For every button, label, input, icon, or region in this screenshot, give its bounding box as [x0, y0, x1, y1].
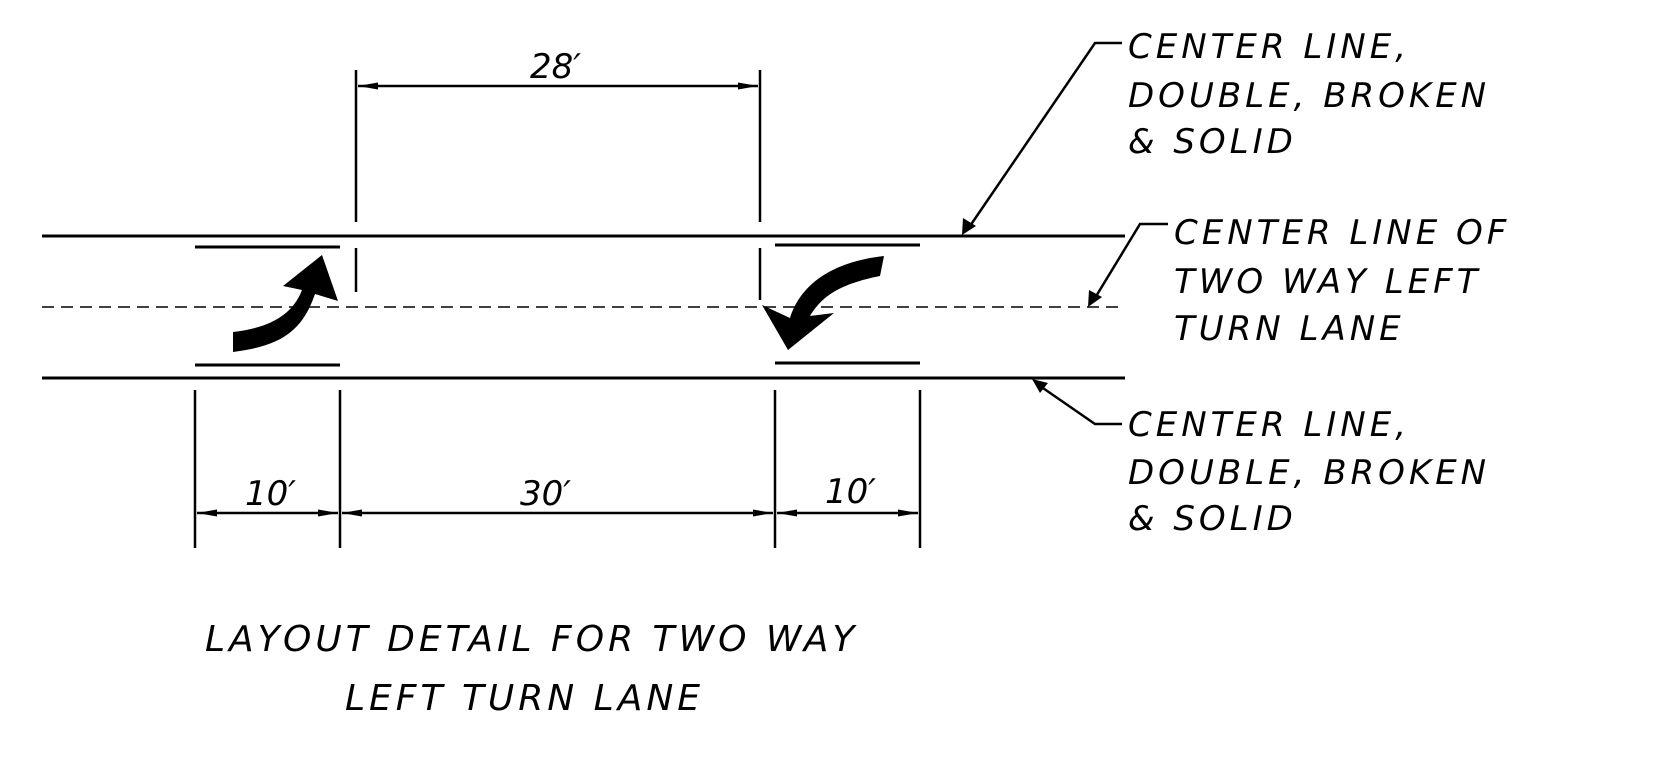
callout-top-right-line-2: DOUBLE, BROKEN [1128, 76, 1490, 116]
dim-30-label: 30′ [520, 474, 571, 514]
callout-middle-right-line-3: TURN LANE [1174, 309, 1405, 349]
callout-bottom-right-line-1: CENTER LINE, [1128, 405, 1410, 445]
leader-bottom-right [1039, 384, 1122, 426]
caption-line-1: LAYOUT DETAIL FOR TWO WAY [205, 619, 858, 660]
leader-middle-right-arrowhead [1088, 290, 1102, 307]
callout-top-right-line-3: & SOLID [1128, 122, 1297, 162]
leader-bottom-right-arrowhead [1032, 379, 1048, 393]
leader-top-right [968, 41, 1122, 227]
leader-middle-right [1093, 222, 1168, 299]
dim-28-label: 28′ [530, 47, 581, 87]
callout-top-right-line-1: CENTER LINE, [1128, 27, 1410, 67]
callout-bottom-right-line-3: & SOLID [1128, 499, 1297, 539]
left-turn-arrow-eastbound-icon [233, 255, 338, 352]
dim-10-left-label: 10′ [245, 474, 296, 514]
dim-10-right-label: 10′ [825, 472, 876, 512]
callout-middle-right-line-1: CENTER LINE OF [1174, 213, 1510, 253]
left-turn-arrow-westbound-icon [762, 256, 884, 350]
caption-line-2: LEFT TURN LANE [345, 678, 704, 719]
callout-bottom-right-line-2: DOUBLE, BROKEN [1128, 453, 1490, 493]
callout-middle-right-line-2: TWO WAY LEFT [1174, 262, 1481, 302]
leader-top-right-arrowhead [962, 218, 976, 235]
